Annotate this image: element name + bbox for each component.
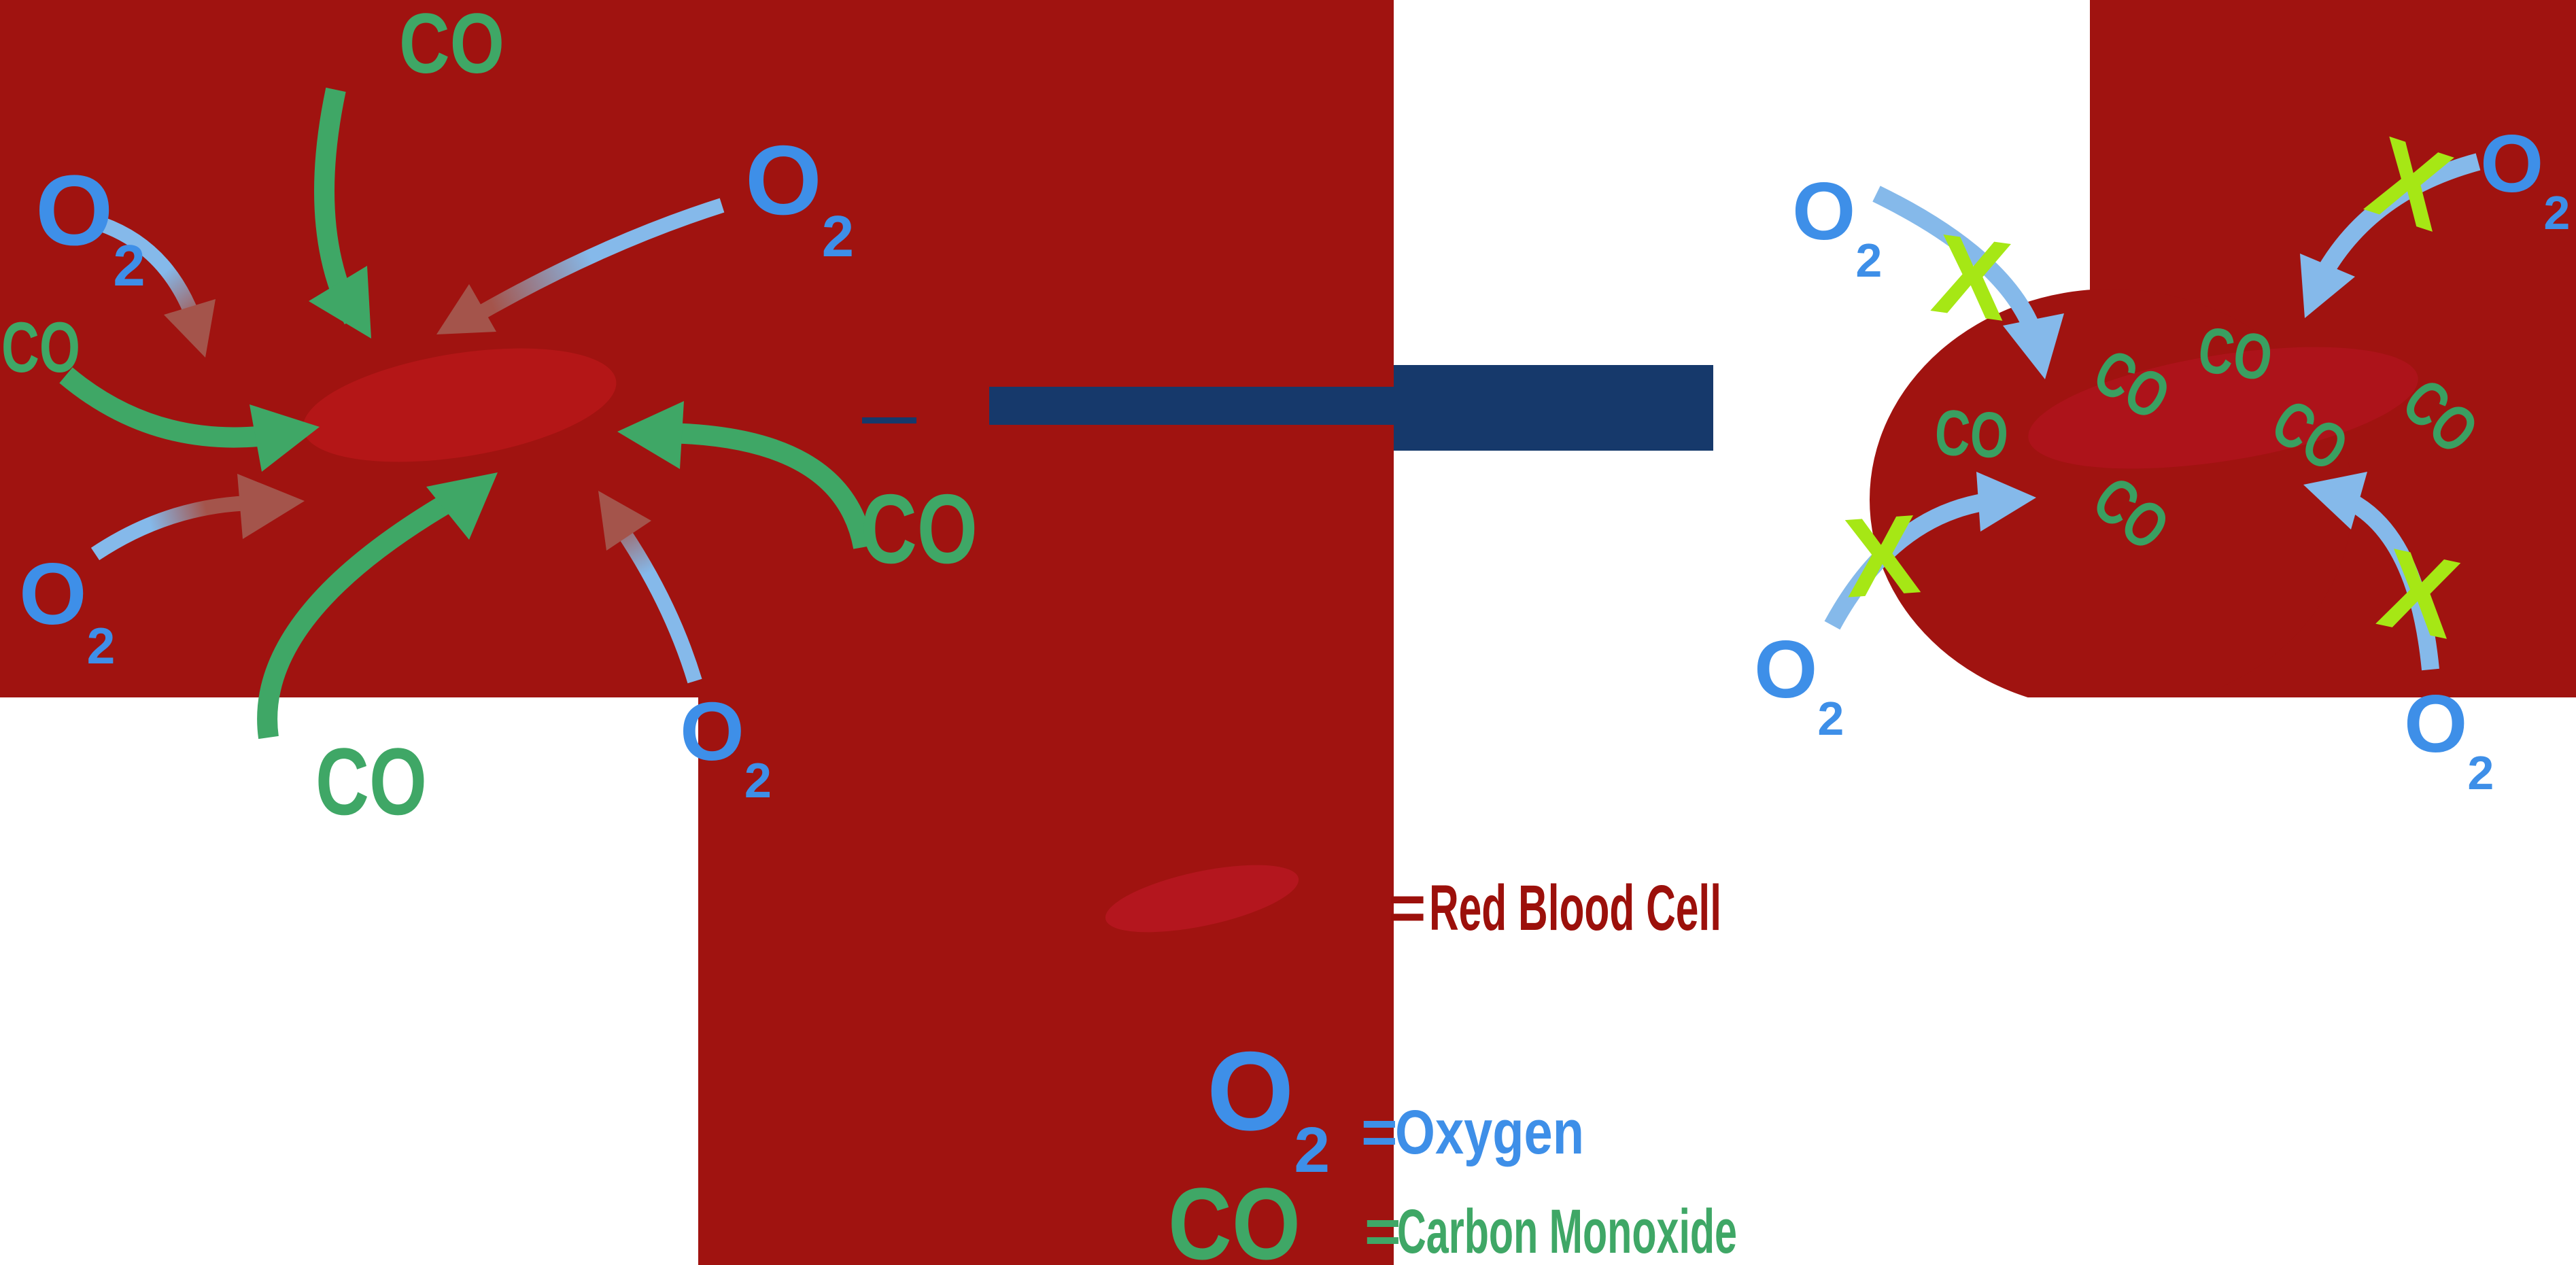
o2-label-top-right: O2 <box>745 125 854 269</box>
legend-row-carbon-monoxide: CO = Carbon Monoxide <box>1168 1166 1737 1265</box>
blocked-o2-arrow-top-left-head <box>2003 313 2064 379</box>
co-arrow-left-head <box>250 404 320 472</box>
co-arrow-right <box>617 401 874 549</box>
o2-main: O <box>35 155 113 266</box>
blocked-o2-arrow-top-left <box>1872 186 2064 379</box>
co-label-top: CO <box>399 0 504 91</box>
transition-arrow <box>862 365 1713 451</box>
co-arrow-top <box>309 87 371 339</box>
o2-sub: 2 <box>822 205 854 269</box>
o2-sub: 2 <box>2467 746 2494 799</box>
blocked-o2-arrow-bottom-left-head <box>1976 472 2036 532</box>
o2-main: O <box>1754 624 1817 715</box>
o2-sub: 2 <box>113 234 145 298</box>
o2-main: O <box>2480 118 2543 209</box>
co-label-left: CO <box>1 308 80 387</box>
legend-carbon-monoxide-symbol: CO <box>1168 1166 1301 1265</box>
o2-label-top-left: O2 <box>35 155 145 298</box>
legend-oxygen-symbol: O2 <box>1207 1028 1330 1186</box>
o2-main: O <box>2404 678 2467 769</box>
co-arrow-left <box>59 367 320 472</box>
co-arrow-bottom-head <box>426 472 498 540</box>
o2-arrow-top-right <box>436 198 725 334</box>
left-top-red-block <box>0 0 1394 697</box>
o2-arrow-top-right-shaft <box>465 198 725 326</box>
o2-label-right-bottom-left: O2 <box>1754 624 1844 745</box>
transition-arrow-shaft <box>989 387 1394 425</box>
o2-label-bottom-left: O2 <box>19 546 115 674</box>
o2-label-right-bottom-right: O2 <box>2404 678 2494 799</box>
legend-equals-red-blood-cell: = <box>1388 872 1426 944</box>
legend-label-red-blood-cell: Red Blood Cell <box>1429 872 1721 944</box>
o2-arrow-bottom-left <box>90 474 305 561</box>
co-arrow-left-shaft <box>59 367 288 448</box>
legend-equals-oxygen: = <box>1361 1098 1398 1167</box>
legend-red-blood-cell-swatch <box>1105 865 1299 933</box>
o2-label-right-top-left: O2 <box>1792 166 1882 287</box>
legend-row-oxygen: O2 = Oxygen <box>1207 1028 1584 1186</box>
o2-sub: 2 <box>1817 692 1844 745</box>
legend-label-carbon-monoxide: Carbon Monoxide <box>1397 1197 1737 1265</box>
bound-co-3: CO <box>2194 313 2277 395</box>
o2-sub: 2 <box>744 754 772 808</box>
bound-co-1: CO <box>1933 396 2010 472</box>
blocked-o2-arrow-top-right-head <box>2300 254 2355 318</box>
blocked-x-icon-bottom-left: X <box>1840 491 1924 621</box>
co-arrow-bottom-shaft <box>257 487 464 740</box>
co-arrow-top-head <box>309 266 371 339</box>
o2-arrow-bottom-mid-head <box>598 491 651 551</box>
co-arrow-right-head <box>617 401 684 469</box>
o2-sub: 2 <box>1855 234 1882 287</box>
legend-row-red-blood-cell: = Red Blood Cell <box>1105 865 1721 944</box>
o2-sub: 2 <box>2543 186 2570 239</box>
transition-arrow-head <box>1394 365 1713 451</box>
o2-arrow-bottom-mid-shaft <box>608 515 702 684</box>
o2-arrow-top-left <box>99 217 216 358</box>
co-label-right: CO <box>861 474 978 584</box>
o2-main: O <box>1792 166 1855 257</box>
blocked-o2-arrow-bottom-right-head <box>2303 472 2367 530</box>
co-arrow-right-shaft <box>662 423 874 549</box>
o2-main: O <box>19 546 87 643</box>
blocked-o2-arrow-bottom-right <box>2303 472 2439 671</box>
red-blood-cell <box>303 348 617 462</box>
co-label-bottom: CO <box>315 728 427 835</box>
o2-label-right-top-right: O2 <box>2480 118 2570 239</box>
co-arrow-bottom <box>257 472 498 740</box>
o2-sub: 2 <box>87 617 116 674</box>
o2-arrow-top-right-head <box>436 284 496 334</box>
o2-label-bottom-mid: O2 <box>680 685 772 808</box>
blocked-o2-arrow-bottom-left <box>1824 472 2036 630</box>
right-panel: CO CO CO CO CO CO X X X X <box>1754 113 2570 799</box>
co-saturated-cell <box>2028 347 2418 469</box>
blocked-o2-arrow-bottom-left-shaft <box>1824 491 2006 630</box>
o2-arrow-bottom-left-head <box>237 474 305 539</box>
blocked-o2-arrow-top-right <box>2300 153 2481 318</box>
o2-main: O <box>745 125 822 235</box>
o2-main: O <box>680 685 744 778</box>
o2-main: O <box>1207 1028 1294 1154</box>
transition-arrow-dash <box>862 417 916 423</box>
o2-arrow-bottom-mid <box>598 491 702 684</box>
blocked-x-icon-top-left: X <box>1926 210 2018 345</box>
legend-equals-carbon-monoxide: = <box>1364 1197 1401 1265</box>
left-panel: CO O2 CO O2 O2 CO CO O2 <box>1 0 978 835</box>
o2-arrow-top-left-head <box>164 299 216 358</box>
left-red-column <box>698 696 1394 1265</box>
legend: = Red Blood Cell O2 = Oxygen CO = Carbon… <box>1105 865 1737 1265</box>
o2-sub: 2 <box>1294 1114 1330 1186</box>
legend-label-oxygen: Oxygen <box>1395 1098 1584 1167</box>
